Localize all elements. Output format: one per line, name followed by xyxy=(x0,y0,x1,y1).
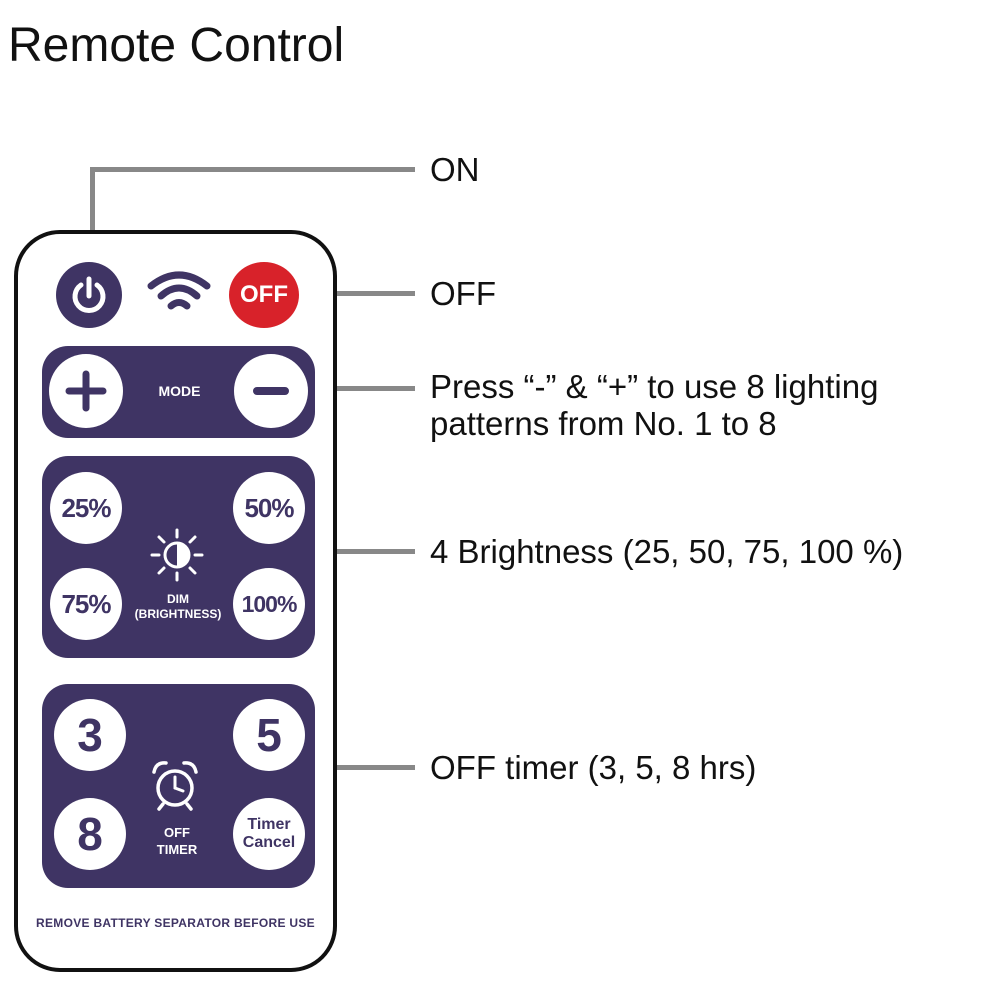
remote-control: OFF MODE 25% 50% 75% 100% xyxy=(14,230,337,972)
plus-icon xyxy=(65,370,107,412)
brightness-panel: 25% 50% 75% 100% DIM xyxy=(42,456,315,658)
brightness-icon xyxy=(150,528,204,582)
dim-label-line-2: (BRIGHTNESS) xyxy=(134,607,222,621)
callout-off: OFF xyxy=(430,275,496,312)
off-button[interactable]: OFF xyxy=(229,262,299,328)
leader-line-off xyxy=(300,291,415,296)
timer-3-button[interactable]: 3 xyxy=(54,699,126,771)
off-timer-label-line-2: TIMER xyxy=(156,842,198,857)
timer-panel: 3 5 8 Timer Cancel OFF TIMER xyxy=(42,684,315,888)
brightness-100-button[interactable]: 100% xyxy=(233,568,305,640)
leader-line-mode xyxy=(308,386,415,391)
timer-8-label: 8 xyxy=(77,808,103,860)
timer-5-label: 5 xyxy=(256,709,282,761)
callout-on: ON xyxy=(430,151,480,188)
leader-line-timer xyxy=(308,765,415,770)
on-button[interactable] xyxy=(56,262,122,328)
brightness-50-label: 50% xyxy=(244,492,294,523)
leader-line-brightness xyxy=(308,549,415,554)
callout-mode-line-1: Press “-” & “+” to use 8 lighting xyxy=(430,368,879,405)
leader-line-on-horizontal xyxy=(90,167,415,172)
timer-3-label: 3 xyxy=(77,709,103,761)
minus-icon xyxy=(253,387,289,395)
mode-plus-button[interactable] xyxy=(49,354,123,428)
mode-panel: MODE xyxy=(42,346,315,438)
wifi-icon xyxy=(147,271,211,310)
timer-5-button[interactable]: 5 xyxy=(233,699,305,771)
brightness-100-label: 100% xyxy=(241,590,298,617)
timer-cancel-label-2: Cancel xyxy=(242,834,296,851)
callout-brightness: 4 Brightness (25, 50, 75, 100 %) xyxy=(430,533,904,570)
timer-cancel-label-1: Timer xyxy=(247,816,291,833)
brightness-75-label: 75% xyxy=(61,588,111,619)
brightness-25-button[interactable]: 25% xyxy=(50,472,122,544)
alarm-clock-icon xyxy=(152,761,198,811)
mode-minus-button[interactable] xyxy=(234,354,308,428)
leader-line-on-vertical xyxy=(90,167,95,260)
battery-separator-note: REMOVE BATTERY SEPARATOR BEFORE USE xyxy=(36,916,315,930)
dim-label-line-1: DIM xyxy=(167,592,189,606)
callout-timer: OFF timer (3, 5, 8 hrs) xyxy=(430,749,757,786)
dim-label: DIM (BRIGHTNESS) xyxy=(118,592,238,622)
timer-cancel-button[interactable]: Timer Cancel xyxy=(233,798,305,870)
brightness-25-label: 25% xyxy=(61,492,111,523)
off-timer-label: OFF TIMER xyxy=(137,824,217,858)
off-button-label: OFF xyxy=(240,281,288,308)
mode-label: MODE xyxy=(158,383,201,399)
brightness-50-button[interactable]: 50% xyxy=(233,472,305,544)
off-timer-label-line-1: OFF xyxy=(164,825,190,840)
callout-mode: Press “-” & “+” to use 8 lighting patter… xyxy=(430,368,878,442)
page-title: Remote Control xyxy=(8,19,345,72)
power-icon xyxy=(72,276,106,313)
timer-8-button[interactable]: 8 xyxy=(54,798,126,870)
callout-mode-line-2: patterns from No. 1 to 8 xyxy=(430,405,777,442)
brightness-75-button[interactable]: 75% xyxy=(50,568,122,640)
